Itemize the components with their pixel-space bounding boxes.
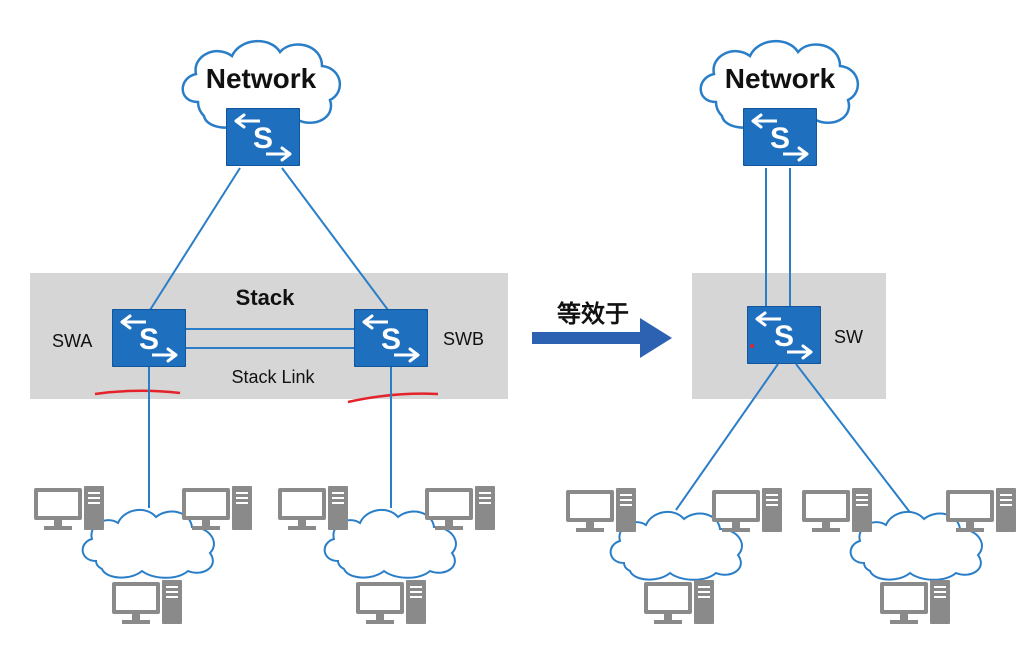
right-diagram: Network SW	[566, 39, 1016, 624]
top-switch-icon	[226, 108, 300, 166]
uplink-swb	[281, 167, 389, 311]
sw-switch-icon	[747, 306, 821, 364]
downlink-sw	[795, 363, 913, 516]
swb-switch-icon	[354, 309, 428, 367]
pc-icon	[425, 486, 495, 530]
equivalent-arrow: 等效于	[532, 300, 672, 358]
swb-label: SWB	[443, 329, 484, 349]
arrow-right-icon	[532, 318, 672, 358]
red-underline	[94, 389, 181, 396]
pc-icon	[566, 488, 636, 532]
top-switch-icon	[743, 108, 817, 166]
stack-link-label: Stack Link	[231, 367, 315, 387]
pc-icon	[112, 580, 182, 624]
pc-icon	[356, 580, 426, 624]
stack-area	[30, 273, 508, 399]
pc-icon	[644, 580, 714, 624]
left-network-label: Network	[206, 63, 317, 94]
red-marker	[750, 344, 754, 348]
left-diagram: Network Stack Stack Link SWA SWB	[30, 39, 508, 624]
downlink-sw	[675, 363, 779, 511]
stack-label: Stack	[236, 285, 295, 310]
pc-icon	[802, 488, 872, 532]
pc-icon	[278, 486, 348, 530]
equivalent-label: 等效于	[557, 300, 629, 328]
pc-icon	[182, 486, 252, 530]
sw-label: SW	[834, 327, 863, 347]
pc-icon	[880, 580, 950, 624]
swa-switch-icon	[112, 309, 186, 367]
swa-label: SWA	[52, 331, 92, 351]
right-network-label: Network	[725, 63, 836, 94]
pc-icon	[712, 488, 782, 532]
pc-icon	[34, 486, 104, 530]
red-underline	[347, 392, 439, 404]
uplink-swa	[149, 167, 241, 311]
